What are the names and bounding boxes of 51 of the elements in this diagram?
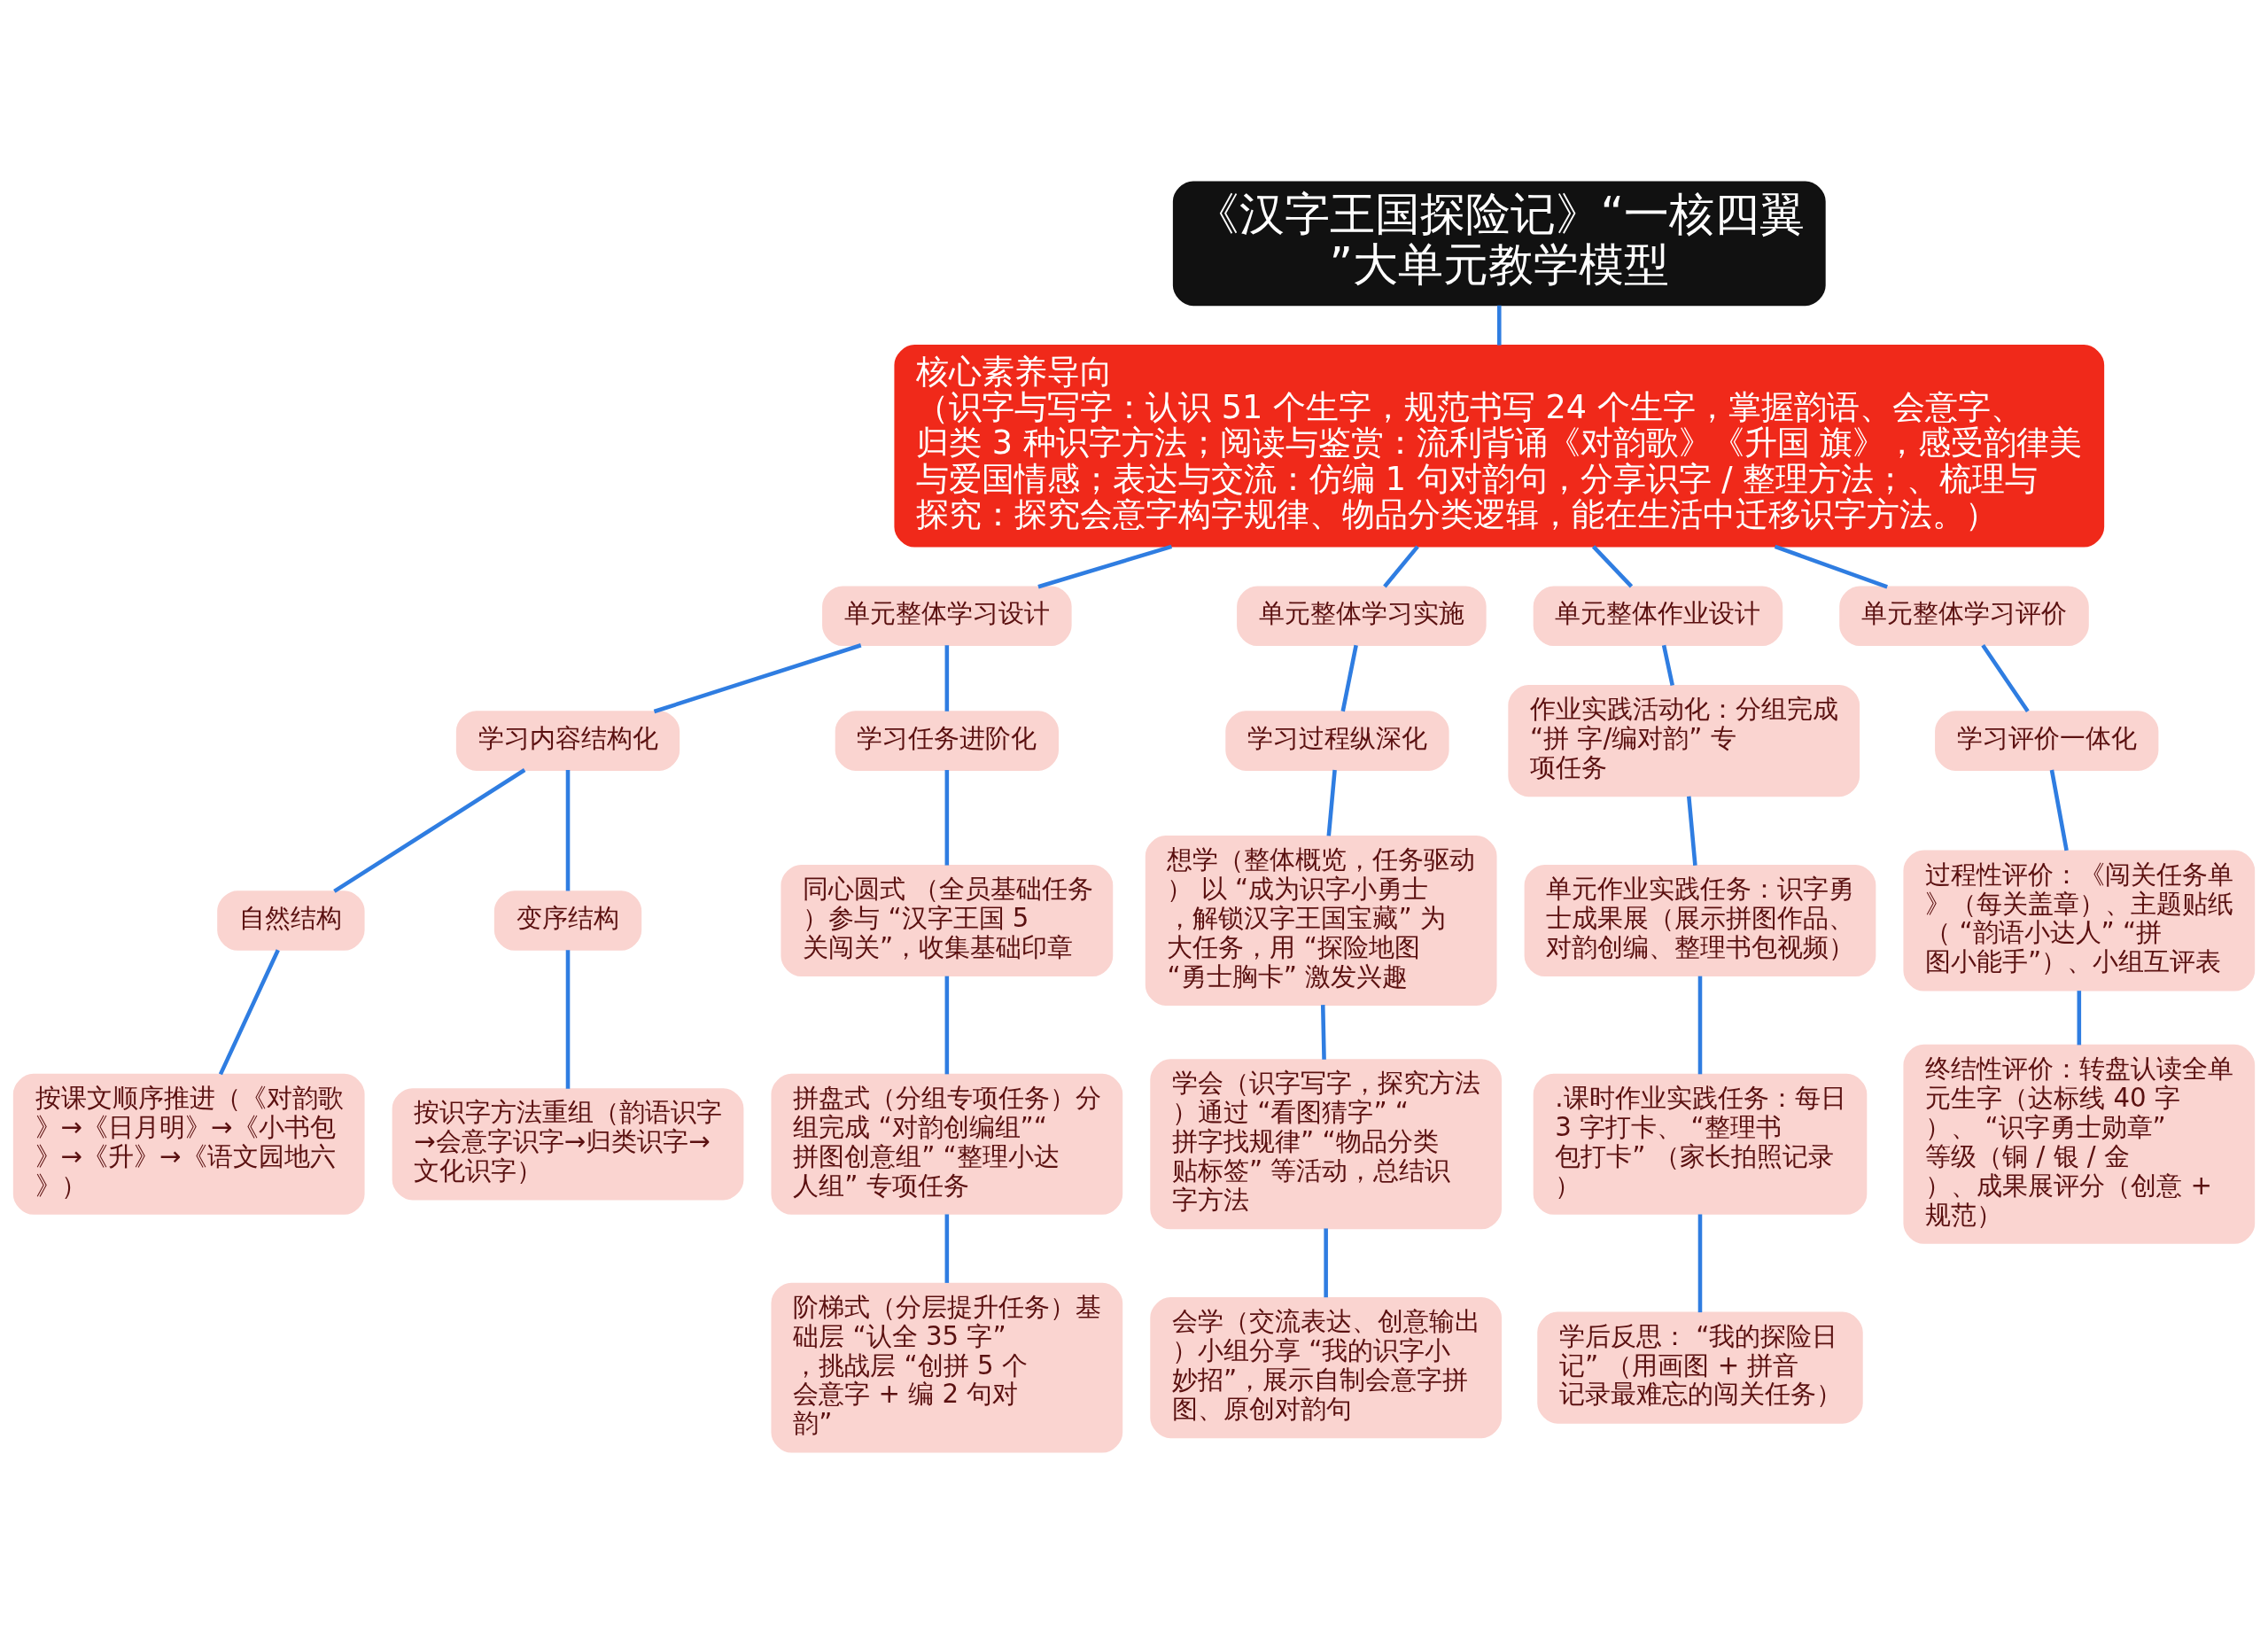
node-box: 学习评价一体化 <box>1935 710 2159 771</box>
connector <box>1320 1004 1326 1060</box>
node-box: 变序结构 <box>493 890 642 951</box>
node-box: 学习过程纵深化 <box>1225 710 1449 771</box>
connector <box>218 948 280 1075</box>
node-box: 作业实践活动化：分组完成 “拼 字/编对韵” 专项任务 <box>1508 684 1860 797</box>
connector <box>565 949 571 1089</box>
node-box: 拼盘式（分组专项任务）分组完成 “对韵创编组”“拼图创意组” “整理小达人组” 专项任务 <box>771 1073 1123 1215</box>
node-box: 单元整体学习评价 <box>1839 585 2089 646</box>
connector <box>653 642 862 713</box>
node-box: 单元整体学习设计 <box>822 585 1072 646</box>
connector <box>2077 990 2082 1045</box>
connector <box>565 769 571 891</box>
connector <box>1981 643 2030 712</box>
connector <box>1383 544 1419 587</box>
node-box: 单元作业实践任务：识字勇士成果展（展示拼图作品、对韵创编、整理书包视频） <box>1524 864 1876 976</box>
node-box: 会学（交流表达、创意输出）小组分享 “我的识字小妙招”，展示自制会意字拼图、原创对韵句 <box>1150 1296 1503 1438</box>
connector <box>944 769 950 866</box>
node-box: 学习任务进阶化 <box>835 710 1059 771</box>
connector <box>1697 1213 1703 1312</box>
connector <box>944 1213 950 1283</box>
node-box: 学习内容结构化 <box>455 710 680 771</box>
node-box: 《汉字王国探险记》“一核四翼”大单元教学模型 <box>1172 180 1826 306</box>
node-box: 单元整体学习实施 <box>1237 585 1487 646</box>
connector <box>1591 544 1634 588</box>
connector <box>1340 644 1358 712</box>
node-box: 阶梯式（分层提升任务）基础层 “认全 35 字”，挑战层 “创拼 5 个会意字 + 编 2 句对韵” <box>771 1282 1123 1453</box>
node-box: .课时作业实践任务：每日 3 字打卡、 “整理书包打卡” （家长拍照记录） <box>1533 1073 1868 1215</box>
node-box: 同心圆式 （全员基础任务）参与 “汉字王国 5 关闯关”，收集基础印章 <box>781 864 1114 976</box>
node-box: 学后反思： “我的探险日记” （用画图 + 拼音记录最难忘的闯关任务） <box>1537 1311 1863 1424</box>
node-box: 想学（整体概览，任务驱动） 以 “成为识字小勇士，解锁汉字王国宝藏” 为大任务，用 “探险地图 “勇士胸卡” 激发兴趣 <box>1145 835 1497 1006</box>
node-box: 过程性评价：《闯关任务单》（每关盖章）、主题贴纸（ “韵语小达人” “拼图小能手”）、小组互评表 <box>1903 849 2256 991</box>
connector <box>1774 544 1888 588</box>
node-box: 核心素养导向 （识字与写字：认识 51 个生字，规范书写 24 个生字，掌握韵语、会意字、归类 3 种识字方法；阅读与鉴赏：流利背诵《对韵歌》《升国 旗》，感受韵律美与爱国情感；表达与交流：仿编 1 句对韵句，分享识字 / 整理方法；、梳理与探究：探究会意字构字规律、物品分类逻辑，能在生活中迁移识字方法。） <box>894 344 2105 548</box>
connector <box>1661 644 1674 686</box>
connector <box>1037 544 1173 588</box>
connector <box>2049 769 2069 851</box>
node-box: 自然结构 <box>217 890 365 951</box>
node-box: 单元整体作业设计 <box>1533 585 1783 646</box>
node-box: 终结性评价：转盘认读全单元生字（达标线 40 字）、 “识字勇士勋章” 等级（铜 / 银 / 金）、成果展评分（创意 + 规范） <box>1903 1044 2256 1244</box>
connector <box>1687 796 1697 866</box>
connector <box>944 644 950 712</box>
node-box: 学会（识字写字，探究方法）通过 “看图猜字” “拼字找规律” “物品分类贴标签” 等活动，总结识字方法 <box>1150 1058 1503 1229</box>
connector <box>1697 976 1703 1074</box>
connector <box>333 767 526 893</box>
connector <box>944 976 950 1074</box>
connector <box>1497 305 1502 346</box>
connector <box>1326 769 1337 836</box>
connector <box>1324 1227 1328 1297</box>
node-box: 按识字方法重组（韵语识字→会意字识字→归类识字→文化识字） <box>392 1087 744 1200</box>
node-box: 按课文顺序推进（《对韵歌》→《日月明》→《小书包》→《升》→《语文园地六》） <box>12 1073 365 1215</box>
